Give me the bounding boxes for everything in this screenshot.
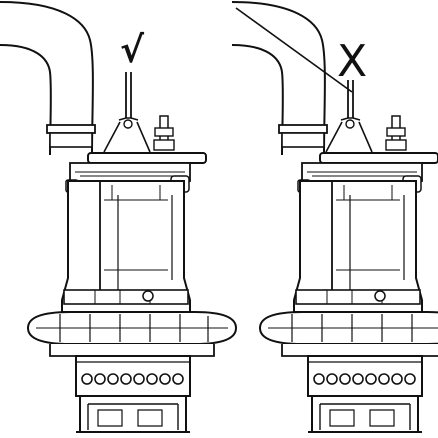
cable-gland-left bbox=[153, 115, 175, 151]
check-mark-icon: √ bbox=[120, 30, 145, 71]
cross-mark-icon: X bbox=[337, 36, 367, 87]
pump-illustration-right bbox=[231, 1, 438, 433]
left-panel: √ bbox=[0, 1, 237, 433]
pump-illustration-left bbox=[0, 1, 237, 433]
cable-gland-right bbox=[385, 115, 407, 151]
lifting-chain-right bbox=[325, 80, 373, 153]
lifting-chain-left bbox=[103, 72, 151, 153]
pull-cable-right bbox=[235, 7, 353, 93]
right-panel: X bbox=[231, 1, 438, 433]
